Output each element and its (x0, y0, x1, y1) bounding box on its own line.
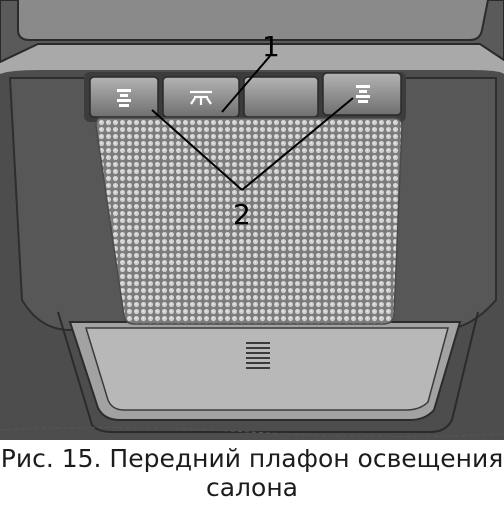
callout-1: 1 (262, 30, 280, 63)
light-diffuser (95, 117, 403, 325)
callout-2: 2 (233, 198, 251, 231)
caption-backdrop (0, 440, 504, 505)
interior-light-icon (117, 89, 131, 107)
dome-light-icon (190, 90, 212, 105)
leader-lines (151, 55, 354, 191)
button-blank[interactable] (243, 76, 319, 118)
button-interior-light-right[interactable] (322, 72, 402, 116)
button-dome-light[interactable] (162, 76, 240, 118)
caption-line-1: Рис. 15. Передний плафон освещения (0, 444, 504, 473)
vent-grille (246, 342, 270, 369)
storage-outer-edge (57, 311, 479, 433)
top-frame-inner (17, 0, 489, 41)
caption-line-2: салона (205, 473, 298, 502)
interior-light-icon (356, 85, 370, 103)
button-interior-light-left[interactable] (89, 76, 159, 118)
figure-caption: Рис. 15. Передний плафон освещения салон… (0, 444, 504, 502)
